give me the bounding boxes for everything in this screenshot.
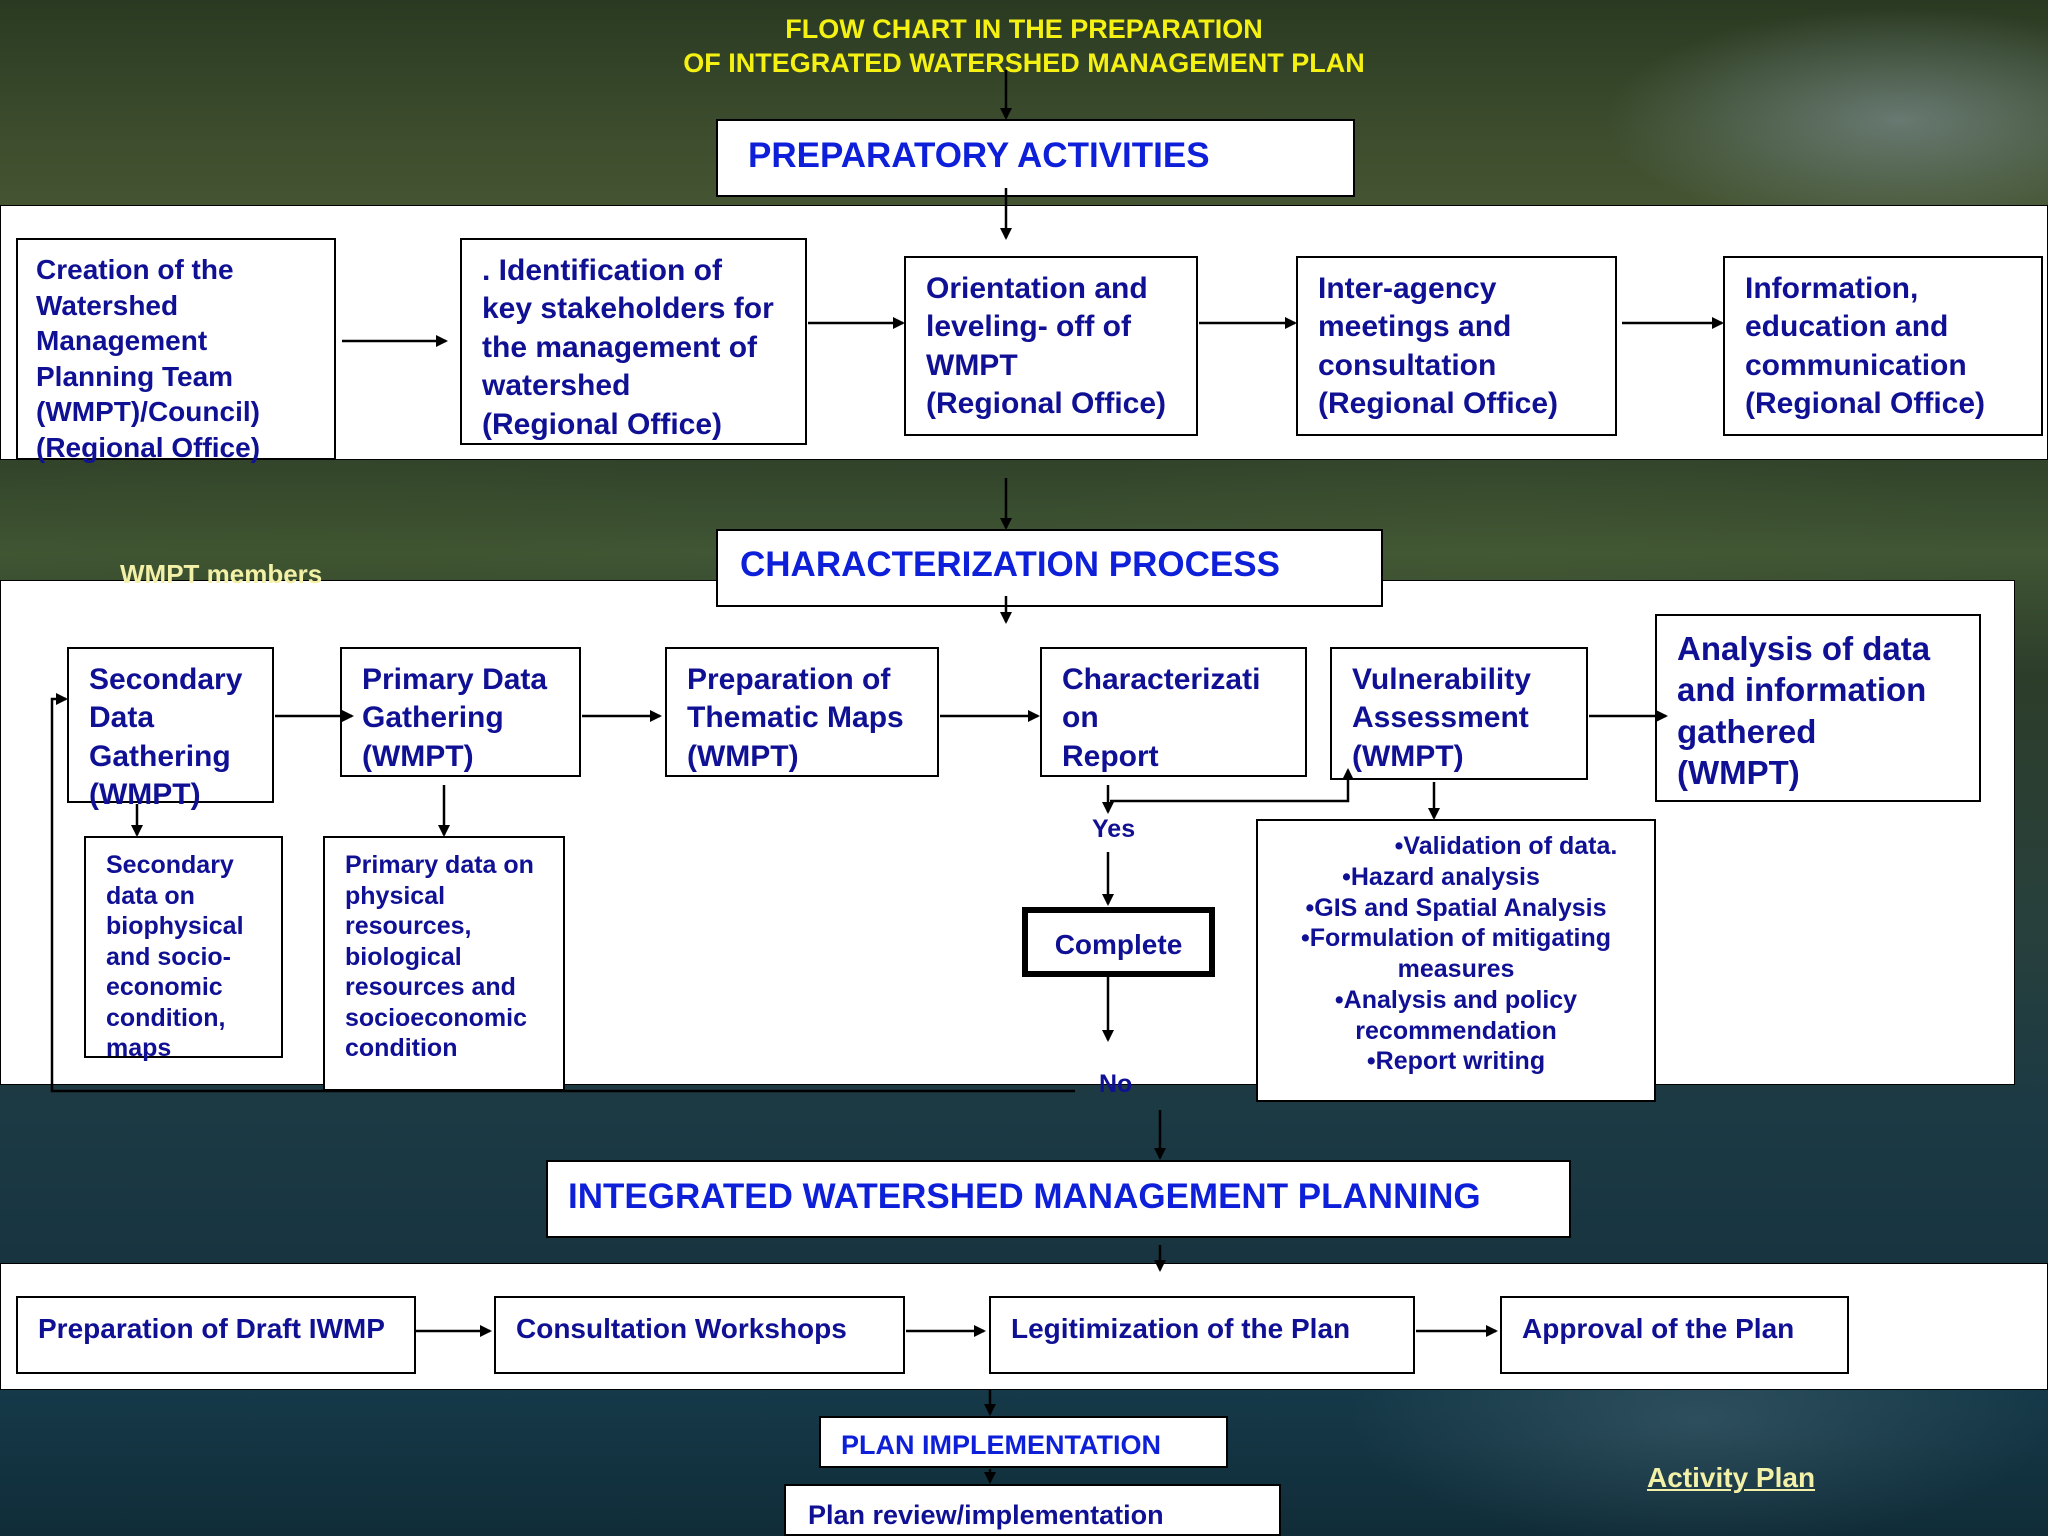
prep-step-interagency: Inter-agency meetings and consultation (… — [1296, 256, 1617, 436]
secondary-data-detail: Secondary data on biophysical and socio-… — [84, 836, 283, 1062]
vulnerability-detail-item: •Hazard analysis — [1342, 862, 1540, 891]
vulnerability-detail-item: •GIS and Spatial Analysis — [1305, 893, 1607, 922]
vulnerability-detail-item: •Analysis and policy — [1334, 985, 1578, 1014]
plan-review-box: Plan review/implementation — [784, 1484, 1281, 1536]
char-step-thematic-maps: Preparation of Thematic Maps (WMPT) — [665, 647, 939, 777]
char-step-primary-data: Primary Data Gathering (WMPT) — [340, 647, 581, 777]
implementation-header: PLAN IMPLEMENTATION — [819, 1416, 1228, 1468]
plan-step-legitimization: Legitimization of the Plan — [989, 1296, 1415, 1374]
planning-header: INTEGRATED WATERSHED MANAGEMENT PLANNING — [546, 1160, 1571, 1238]
vulnerability-detail-item: •Report writing — [1366, 1047, 1546, 1076]
vulnerability-detail-item: •Formulation of mitigating — [1300, 924, 1612, 953]
flowchart-title: FLOW CHART IN THE PREPARATION OF INTEGRA… — [683, 14, 1365, 78]
char-step-analysis: Analysis of data and information gathere… — [1655, 614, 1981, 802]
prep-step-orientation: Orientation and leveling- off of WMPT (R… — [904, 256, 1198, 436]
char-step-vulnerability: Vulnerability Assessment (WMPT) — [1330, 647, 1588, 780]
char-step-secondary-data: Secondary Data Gathering (WMPT) — [67, 647, 274, 811]
prep-step-create-wmpt: Creation of the Watershed Management Pla… — [16, 238, 336, 463]
vulnerability-detail-item: •Validation of data. — [1394, 832, 1618, 860]
plan-step-consultation: Consultation Workshops — [494, 1296, 905, 1374]
decision-no-label: No — [1099, 1070, 1133, 1098]
characterization-header: CHARACTERIZATION PROCESS — [716, 529, 1383, 607]
primary-data-detail: Primary data on physical resources, biol… — [323, 836, 565, 1091]
char-step-report: Characterizati on Report — [1040, 647, 1307, 777]
vulnerability-detail-item: measures — [1397, 955, 1515, 983]
wmpt-members-label: WMPT members — [120, 559, 323, 589]
plan-step-draft-iwmp: Preparation of Draft IWMP — [16, 1296, 416, 1374]
plan-step-approval: Approval of the Plan — [1500, 1296, 1849, 1374]
vulnerability-detail-item: recommendation — [1355, 1016, 1557, 1045]
vulnerability-detail: •Validation of data. •Hazard analysis •G… — [1256, 819, 1656, 1102]
decision-yes-label: Yes — [1092, 815, 1136, 843]
prep-step-identify-stakeholders: . Identification of key stakeholders for… — [460, 238, 807, 445]
complete-decision-box: Complete — [1022, 907, 1215, 977]
prep-step-iec: Information, education and communication… — [1723, 256, 2043, 436]
preparatory-header: PREPARATORY ACTIVITIES — [716, 119, 1355, 197]
activity-plan-link[interactable]: Activity Plan — [1647, 1462, 1816, 1493]
